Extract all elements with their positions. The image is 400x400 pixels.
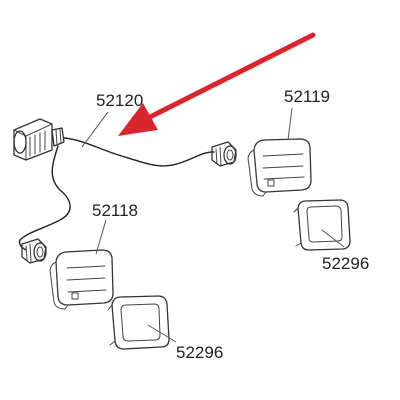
label-gasket-left-52296: 52296: [176, 343, 223, 362]
label-lamp-right-52119: 52119: [284, 87, 330, 106]
plug-icon: [13, 118, 65, 161]
label-lamp-left-52118: 52118: [92, 201, 138, 220]
connector-left-icon: [21, 238, 47, 264]
label-gasket-right-52296: 52296: [322, 254, 369, 273]
lamp-left: [49, 219, 114, 310]
label-cable-52120: 52120: [96, 91, 143, 110]
gasket-left: [107, 295, 177, 350]
connector-right-icon: [211, 141, 237, 167]
gasket-right: [293, 199, 351, 251]
red-pointer-arrow: [118, 32, 316, 136]
lamp-right: [247, 107, 312, 197]
wiring-harness: [13, 111, 237, 264]
